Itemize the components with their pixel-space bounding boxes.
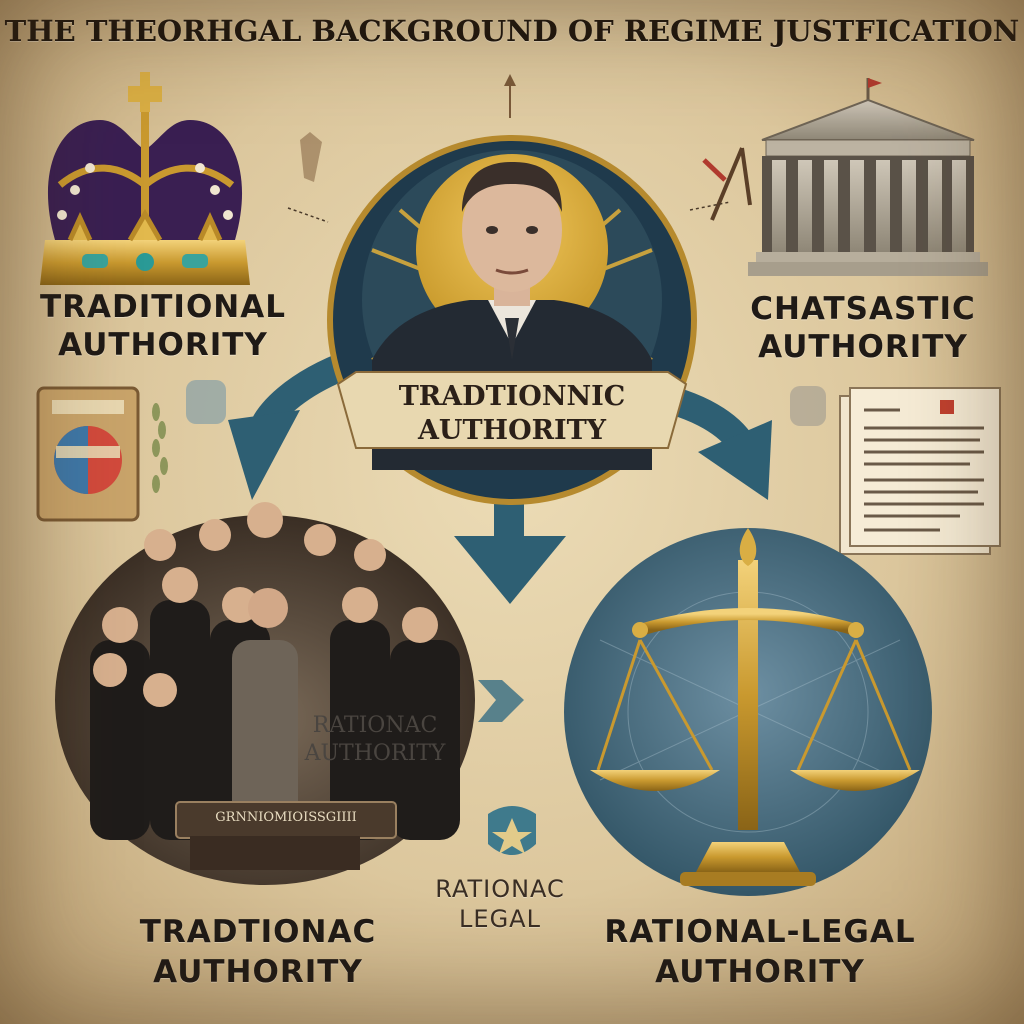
label-traditional-authority-top-left: TRADITIONAL AUTHORITY bbox=[28, 288, 298, 364]
label-line-2: AUTHORITY bbox=[655, 954, 865, 990]
quill-icon bbox=[300, 132, 322, 182]
crowd-of-officials bbox=[55, 502, 475, 885]
label-line-1: TRADTIONAC bbox=[139, 914, 377, 950]
courthouse-icon bbox=[748, 78, 988, 276]
laurel-icon bbox=[152, 403, 168, 493]
label-rational-legal-authority-bottom-right: RATIONAL-LEGAL AUTHORITY bbox=[590, 912, 930, 992]
label-rational-legal-small: RATIONAC LEGAL bbox=[420, 874, 580, 934]
arrow-to-scales bbox=[478, 680, 524, 722]
banner-line-1: TRADTIONNIC bbox=[398, 381, 626, 412]
document-with-seal-icon bbox=[36, 386, 140, 522]
compass-icon bbox=[702, 147, 752, 221]
label-charismatic-authority-top-right: CHATSASTIC AUTHORITY bbox=[728, 290, 998, 366]
center-banner-ribbon bbox=[336, 371, 688, 449]
crown-icon bbox=[40, 72, 250, 285]
label-line-1: RATIONAL-LEGAL bbox=[604, 914, 916, 950]
diagram-title: THE THEORHGAL BACKGROUND OF REGIME JUSTF… bbox=[4, 14, 1020, 48]
small-label-line-1: RATIONAC bbox=[435, 875, 565, 903]
label-line-2: AUTHORITY bbox=[58, 327, 268, 363]
crowd-label-line-1: RATIONAC bbox=[312, 713, 438, 738]
crowd-label-line-2: AUTHORITY bbox=[304, 741, 446, 766]
podium-plaque-text: GRNNIOMIOISSGIIII bbox=[215, 810, 357, 825]
shield-icon bbox=[186, 380, 226, 424]
center-banner-label: TRADTIONNIC AUTHORITY bbox=[352, 380, 672, 448]
small-label-line-2: LEGAL bbox=[459, 905, 541, 933]
label-line-2: AUTHORITY bbox=[153, 954, 363, 990]
label-line-1: CHATSASTIC bbox=[750, 291, 976, 327]
crowd-overlay-label: RATIONAC AUTHORITY bbox=[290, 712, 460, 768]
label-traditional-authority-bottom-left: TRADTIONAC AUTHORITY bbox=[108, 912, 408, 992]
label-line-2: AUTHORITY bbox=[758, 329, 968, 365]
banner-line-2: AUTHORITY bbox=[417, 415, 607, 446]
document-page-icon bbox=[839, 387, 1001, 555]
badge-icon bbox=[790, 386, 826, 426]
star-badge-icon bbox=[488, 806, 536, 855]
scales-of-justice-icon bbox=[564, 528, 932, 896]
label-line-1: TRADITIONAL bbox=[40, 289, 286, 325]
